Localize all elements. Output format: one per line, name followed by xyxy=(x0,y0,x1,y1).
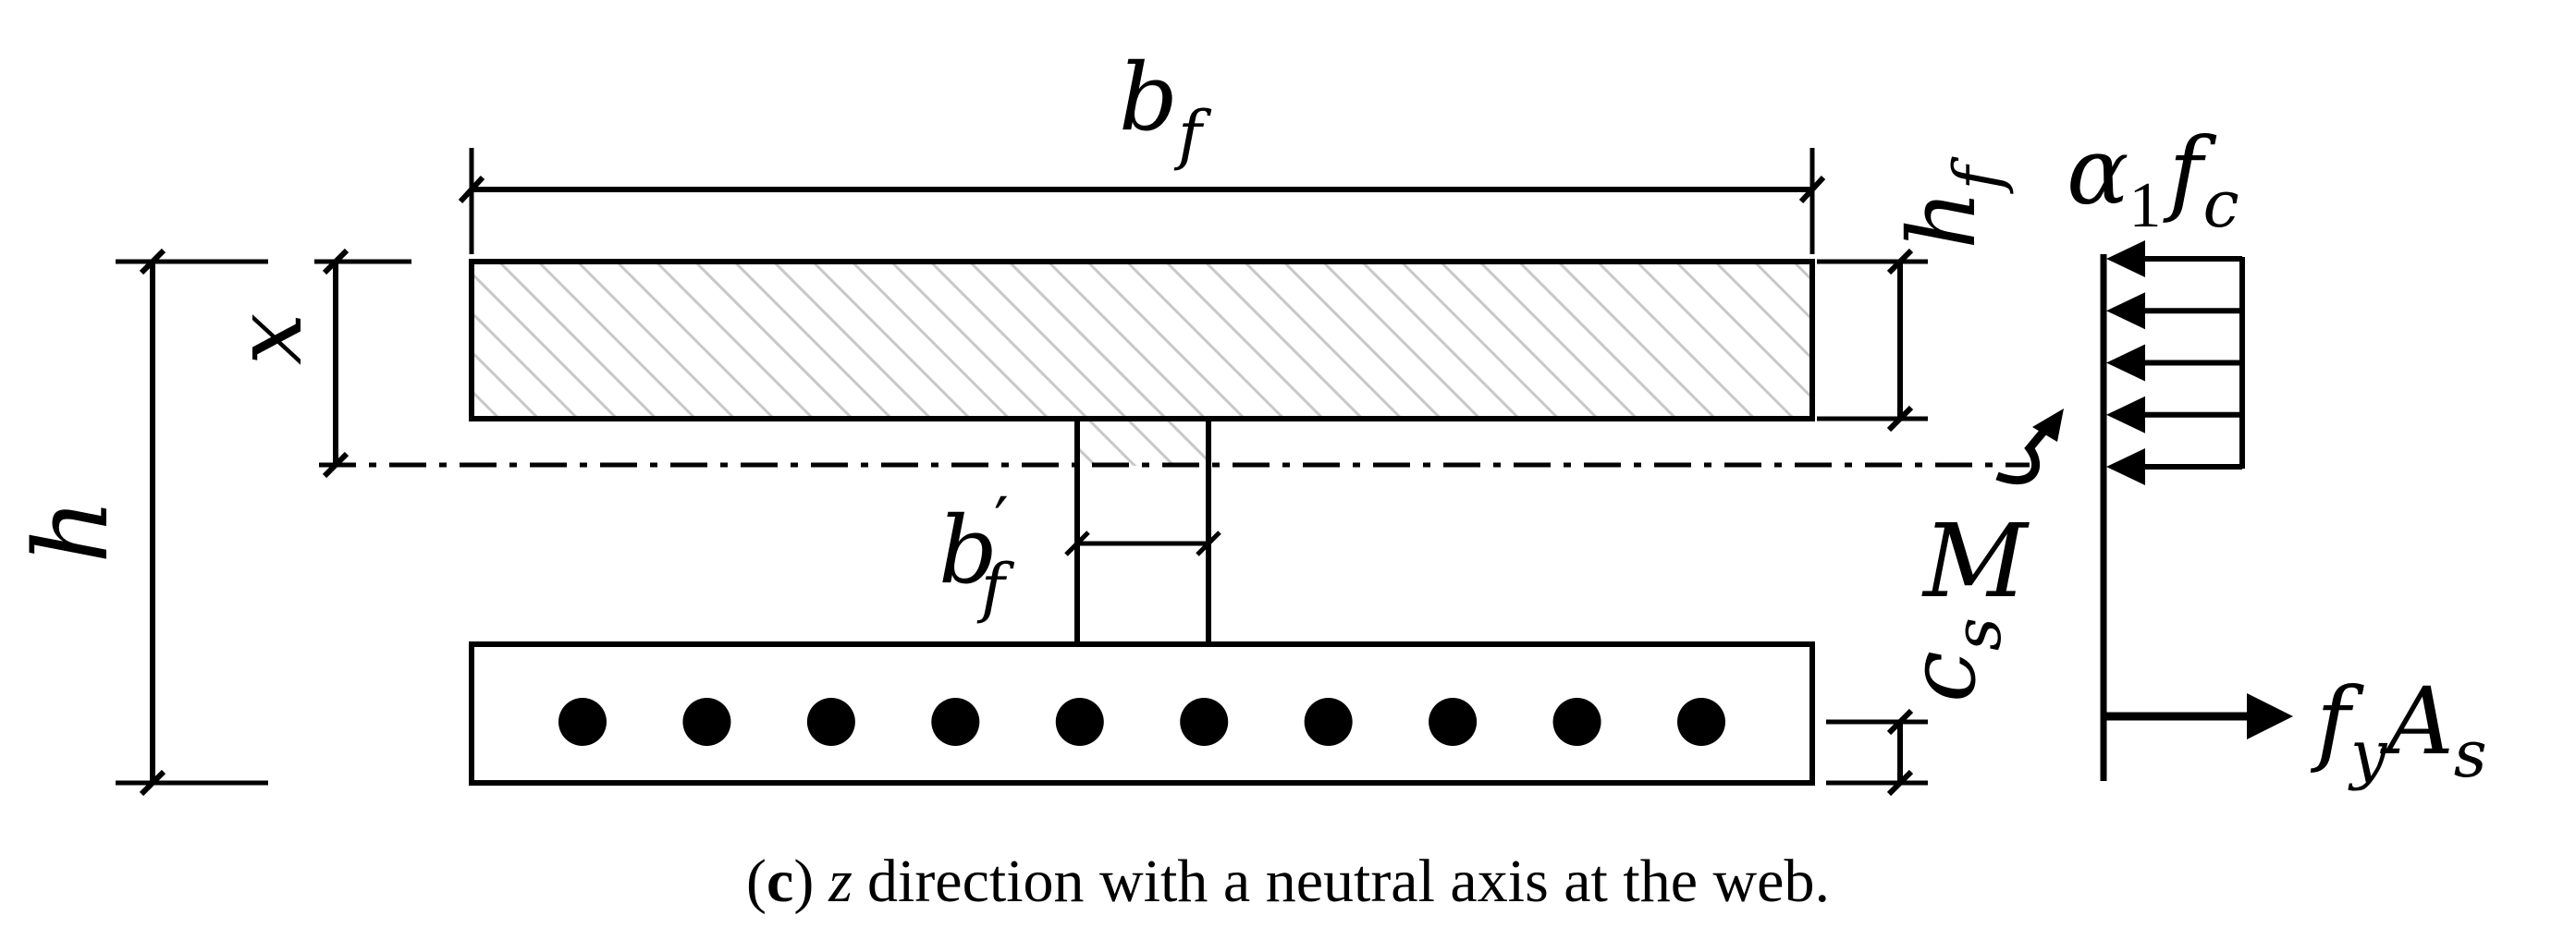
flange-thickness-label: hf xyxy=(1888,156,2016,250)
compression-depth-dimension: x xyxy=(215,248,411,479)
stress-arrow-head xyxy=(2106,292,2145,330)
flange-thickness-dimension: hf xyxy=(1817,156,2016,433)
concrete-stress-label: α1fc xyxy=(2067,117,2239,242)
stress-diagram: α1fc fyAs xyxy=(2067,117,2487,792)
steel-force-arrowhead xyxy=(2247,693,2293,739)
flange xyxy=(469,259,1815,421)
web-width-label: b′f xyxy=(938,483,1015,626)
flange-compression-zone xyxy=(473,263,1810,416)
cover-tick-bottom xyxy=(1886,769,1914,797)
rebar xyxy=(682,698,731,746)
web-width-tick-right xyxy=(1196,531,1221,556)
flange-outline xyxy=(469,259,1815,421)
rebar xyxy=(931,698,980,746)
stress-arrow-group xyxy=(2106,240,2242,485)
flange-width-label: bf xyxy=(1119,43,1212,173)
rebar xyxy=(1055,698,1104,746)
steel-force-label: fyAs xyxy=(2310,667,2487,792)
web: b′f xyxy=(938,419,1221,642)
flange-width-tick-right xyxy=(1798,175,1826,204)
flange-thickness-tick-top xyxy=(1886,248,1914,275)
stress-arrow-head xyxy=(2106,344,2145,382)
rebar xyxy=(1677,698,1725,746)
bottom-flange xyxy=(469,641,1815,786)
web-compression-zone xyxy=(1080,421,1206,466)
moment: M xyxy=(1921,409,2064,620)
stress-arrow-head xyxy=(2106,448,2145,485)
cover-dimension: cs xyxy=(1826,617,2016,797)
stress-arrow-head xyxy=(2106,396,2145,433)
flange-thickness-tick-bottom xyxy=(1886,405,1914,433)
moment-label: M xyxy=(1921,502,2030,620)
moment-arrow xyxy=(1995,418,2056,485)
rebar xyxy=(806,698,855,746)
section-height-dimension: h xyxy=(12,248,268,797)
cover-label: cs xyxy=(1888,617,2016,702)
section-height-tick-top xyxy=(139,248,166,275)
rebar xyxy=(1180,698,1229,746)
moment-arrowhead xyxy=(2032,409,2064,442)
compression-depth-tick-bottom xyxy=(322,451,350,479)
rebar xyxy=(1429,698,1478,746)
rebar xyxy=(558,698,607,746)
bottom-flange-outline xyxy=(469,641,1815,786)
flange-width-dimension: bf xyxy=(458,43,1826,254)
section-height-tick-bottom xyxy=(139,769,166,797)
flange-width-tick-left xyxy=(458,175,485,204)
cover-tick-top xyxy=(1886,708,1914,736)
rebar-group xyxy=(558,698,1725,746)
compression-depth-label: x xyxy=(215,313,323,365)
section-height-label: h xyxy=(12,498,130,564)
rebar xyxy=(1552,698,1601,746)
rebar xyxy=(1304,698,1353,746)
web-width-tick-left xyxy=(1064,531,1090,556)
stress-arrow-head xyxy=(2106,240,2145,277)
compression-depth-tick-top xyxy=(322,248,350,275)
